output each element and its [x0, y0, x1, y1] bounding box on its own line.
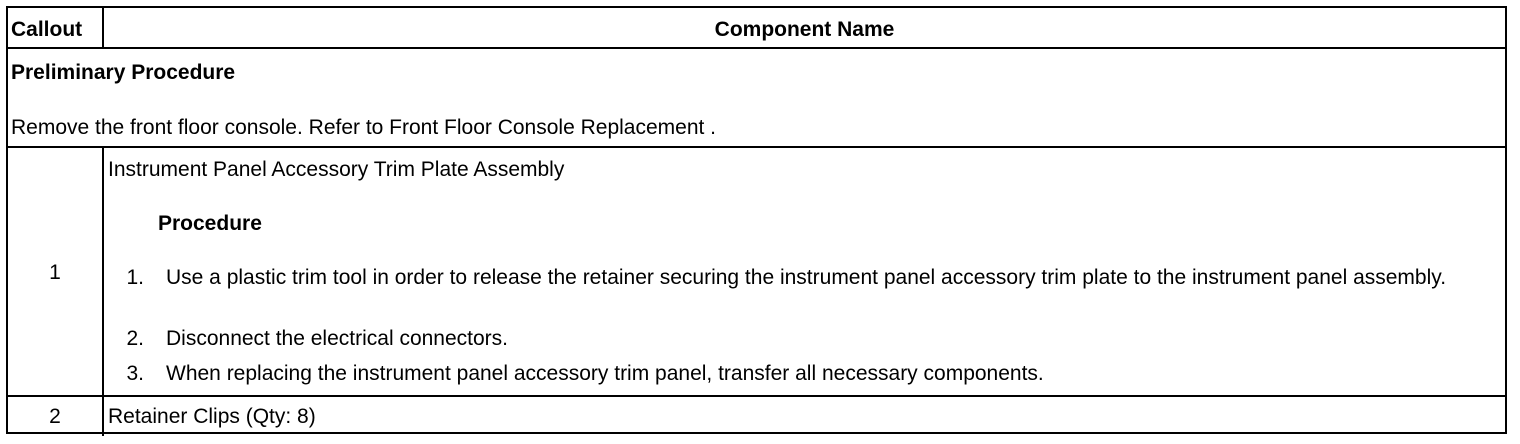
row-divider [8, 47, 1505, 49]
header-callout: Callout [11, 18, 83, 41]
step-text: When replacing the instrument panel acce… [166, 362, 1044, 385]
column-divider [102, 146, 104, 396]
row-divider [8, 146, 1505, 148]
callout-2: 2 [49, 405, 61, 428]
step-text: Disconnect the electrical connectors. [166, 327, 508, 350]
component-name-2: Retainer Clips (Qty: 8) [108, 405, 316, 428]
preliminary-text: Remove the front floor console. Refer to… [11, 116, 716, 139]
component-name-1: Instrument Panel Accessory Trim Plate As… [108, 158, 565, 181]
callout-1: 1 [49, 261, 61, 284]
step-number: 3. [126, 362, 144, 385]
procedure-label: Procedure [158, 212, 262, 235]
header-divider [102, 8, 104, 48]
component-table: Callout Component Name Preliminary Proce… [6, 6, 1507, 436]
step-number: 1. [126, 266, 144, 289]
step-text: Use a plastic trim tool in order to rele… [166, 266, 1447, 289]
header-component-name: Component Name [714, 18, 895, 41]
preliminary-title: Preliminary Procedure [11, 61, 236, 84]
column-divider [102, 396, 104, 436]
row-divider [8, 395, 1505, 397]
step-number: 2. [126, 327, 144, 350]
